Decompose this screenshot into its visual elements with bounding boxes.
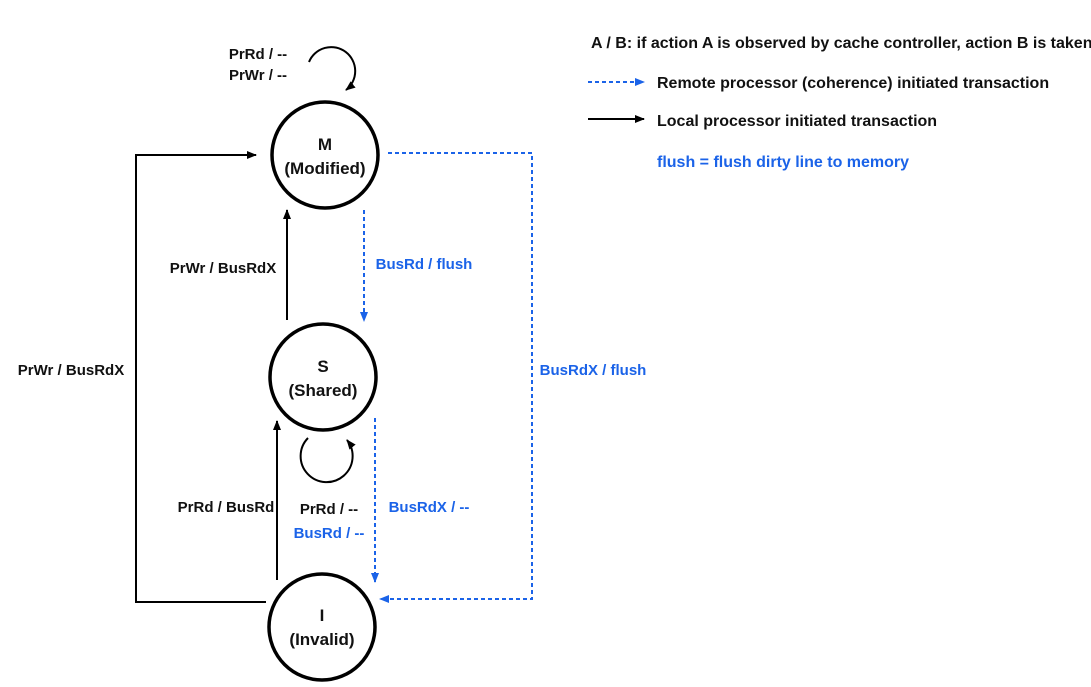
legend: A / B: if action A is observed by cache … (588, 35, 1091, 171)
state-invalid-letter: I (320, 606, 325, 625)
legend-local-text: Local processor initiated transaction (657, 113, 937, 130)
state-modified: M (Modified) (270, 100, 380, 210)
state-invalid: I (Invalid) (267, 572, 377, 682)
state-shared-letter: S (317, 357, 328, 376)
m-to-s-label: BusRd / flush (376, 256, 473, 273)
legend-remote-text: Remote processor (coherence) initiated t… (657, 75, 1049, 92)
s-self-remote-label: BusRd / -- (294, 525, 365, 542)
s-to-m-label: PrWr / BusRdX (170, 260, 276, 277)
state-modified-name: (Modified) (284, 159, 365, 178)
i-to-s-label: PrRd / BusRd (178, 499, 275, 516)
legend-notation: A / B: if action A is observed by cache … (591, 35, 1091, 52)
m-to-i-label: BusRdX / flush (540, 362, 647, 379)
state-shared-name: (Shared) (289, 381, 358, 400)
i-to-m-label: PrWr / BusRdX (18, 362, 124, 379)
state-shared: S (Shared) (268, 322, 378, 432)
state-invalid-name: (Invalid) (289, 630, 354, 649)
s-to-i-label: BusRdX / -- (389, 499, 470, 516)
legend-flush-text: flush = flush dirty line to memory (657, 154, 909, 171)
m-self-read-label: PrRd / -- (229, 46, 287, 63)
m-self-loop-arrow (308, 46, 357, 91)
state-modified-letter: M (318, 135, 332, 154)
s-self-loop-arrow (299, 437, 356, 484)
m-self-write-label: PrWr / -- (229, 67, 287, 84)
i-to-m-arrow (135, 151, 266, 603)
m-to-i-arrow (379, 152, 533, 603)
s-self-local-label: PrRd / -- (300, 501, 358, 518)
